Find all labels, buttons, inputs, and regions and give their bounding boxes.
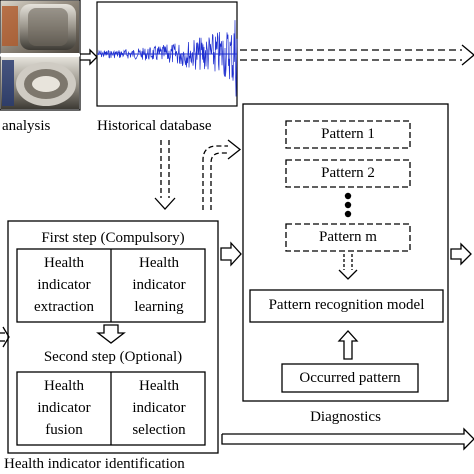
pattern-2-label: Pattern 2: [321, 165, 375, 181]
pattern-recognition-model-box: [249, 289, 444, 323]
diagnostics-caption: Diagnostics: [310, 409, 381, 425]
arrow-database-to-diagnostics-head: [227, 139, 242, 160]
cell-health-indicator-extraction: Health indicator extraction: [34, 255, 94, 315]
arrow-left-input: [0, 326, 10, 348]
arrow-database-to-right: [240, 49, 462, 61]
analysis-caption: analysis: [2, 118, 51, 134]
diagnostics-box: [242, 103, 449, 402]
pattern-recognition-model-label: Pattern recognition model: [268, 297, 425, 313]
pattern-m-label: Pattern m: [319, 229, 377, 245]
identification-box: [7, 220, 219, 454]
second-step-title: Second step (Optional): [43, 349, 183, 365]
pattern-boxes: [285, 120, 411, 252]
arrow-bottom-to-right: [221, 427, 474, 451]
first-step-title: First step (Compulsory): [41, 230, 185, 246]
pattern-1-label: Pattern 1: [321, 126, 375, 142]
historical-database-signal: [96, 1, 238, 107]
arrow-patterns-to-model-head: [338, 269, 358, 280]
arrow-diagnostics-to-right: [450, 242, 472, 266]
health-indicator-identification-caption: Health indicator identification: [4, 456, 185, 472]
arrow-database-to-diagnostics: [202, 145, 228, 210]
ellipsis-dots: [344, 192, 352, 218]
cell-health-indicator-selection: Health indicator selection: [132, 378, 186, 438]
bearing-photos: [0, 0, 81, 111]
occurred-pattern-label: Occurred pattern: [299, 370, 401, 386]
historical-database-caption: Historical database: [97, 118, 212, 134]
arrow-identification-to-diagnostics: [220, 241, 242, 267]
cell-health-indicator-fusion: Health indicator fusion: [37, 378, 91, 438]
cell-health-indicator-learning: Health indicator learning: [132, 255, 186, 315]
arrow-first-to-second-step: [96, 324, 126, 344]
arrow-database-to-right-head: [461, 44, 474, 66]
arrow-patterns-to-model: [343, 254, 353, 270]
occurred-pattern-box: [281, 363, 419, 393]
arrow-database-to-identification-head: [154, 197, 176, 210]
arrow-photos-to-database: [80, 48, 98, 66]
arrow-occurred-to-model: [337, 330, 359, 360]
arrow-database-to-identification: [160, 140, 170, 198]
